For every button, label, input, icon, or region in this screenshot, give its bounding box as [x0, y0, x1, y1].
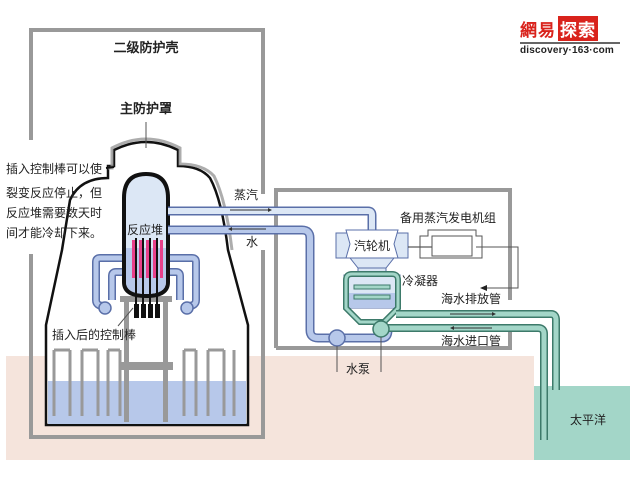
turbine-building: [274, 188, 512, 348]
secondary-containment-label: 二级防护壳: [113, 40, 178, 56]
backup-generator: [419, 229, 519, 289]
seawater-outlet-label: 海水排放管: [441, 291, 501, 306]
logo-section: 探索: [558, 15, 598, 41]
note-line-2: 裂变反应停止，但: [6, 185, 102, 200]
note-line-4: 间才能冷却下来。: [6, 226, 102, 240]
seawater-outlet-pipe: [396, 310, 560, 390]
turbine-label: 汽轮机: [354, 238, 390, 253]
rods-leader: [117, 307, 134, 327]
secondary-containment-lower: [29, 250, 265, 439]
feedwater-pump: [328, 329, 346, 347]
logo-divider: [520, 42, 620, 44]
logo-brand: 網易: [520, 20, 556, 41]
primary-containment-outline: [108, 137, 234, 251]
fuel-rods: [132, 240, 163, 278]
condenser: [343, 267, 401, 325]
recirculation-loops: [92, 254, 200, 315]
pacific-ocean-label: 太平洋: [570, 412, 606, 427]
pump-label: 水泵: [346, 362, 370, 376]
control-rods: [134, 238, 160, 318]
water-label: 水: [246, 235, 258, 249]
ocean: [534, 386, 630, 460]
backup-generator-label: 备用蒸汽发电机组: [400, 210, 496, 225]
seawater-inlet-pipe: [384, 324, 548, 440]
arrow-to-outlet: [480, 285, 487, 291]
steam-pipe: [168, 206, 377, 230]
note-line-1: 插入控制棒可以使: [6, 161, 102, 176]
turbine: [335, 229, 432, 269]
condenser-label: 冷凝器: [402, 273, 438, 288]
secondary-containment-wall: [29, 28, 265, 194]
seawater-inlet-label: 海水进口管: [441, 333, 501, 348]
turbine-building-lower: [276, 330, 512, 350]
seawater-pump: [372, 320, 390, 338]
netease-discovery-logo[interactable]: 網易 探索 discovery·163·com: [520, 15, 620, 56]
reactor-label: 反应堆: [127, 222, 163, 237]
inserted-rods-label: 插入后的控制棒: [52, 327, 136, 342]
downcomers: [52, 348, 236, 416]
suppression-pool-water: [48, 381, 246, 424]
note-line-3: 反应堆需要数天时: [6, 205, 102, 220]
primary-containment-label: 主防护罩: [120, 101, 172, 117]
steam-label: 蒸汽: [234, 187, 258, 202]
note-leader: [105, 166, 115, 169]
reactor-pedestal: [119, 296, 173, 422]
logo-url: discovery·163·com: [520, 45, 615, 56]
ground-area-right: [232, 356, 534, 460]
feedwater-pipe: [168, 225, 393, 343]
